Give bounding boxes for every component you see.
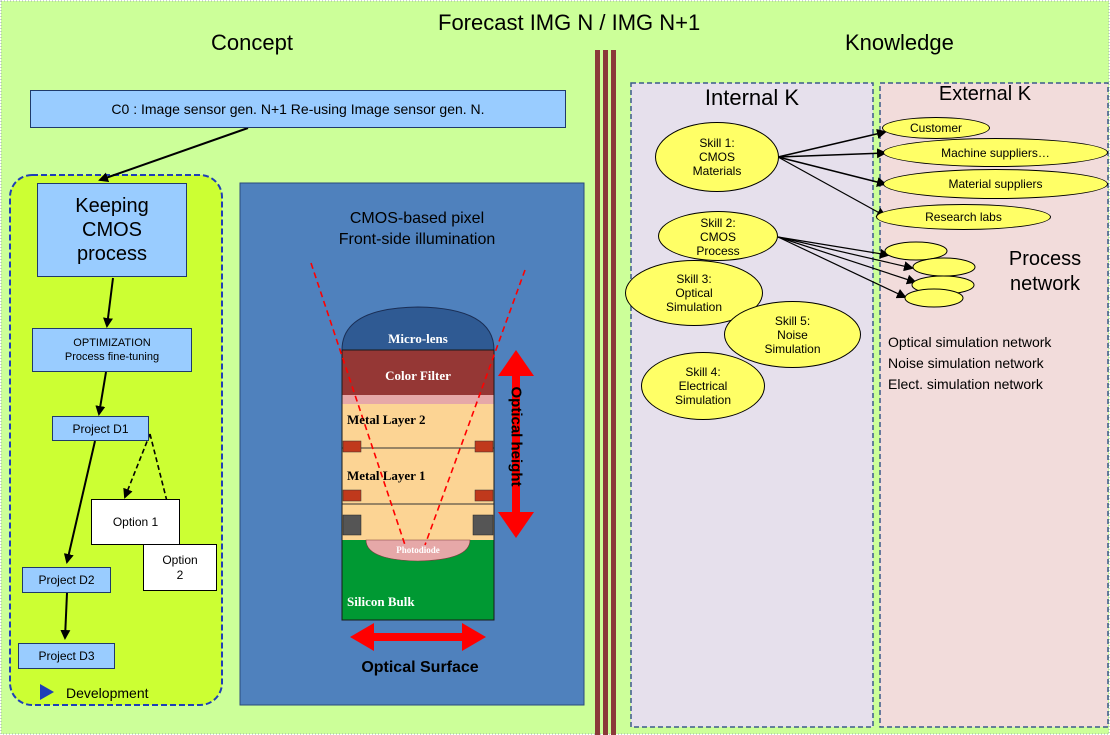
link-s2-pn4	[777, 236, 907, 299]
link-s2-pn2	[777, 236, 914, 272]
microlens-shape	[341, 306, 495, 351]
customer-node: Customer	[882, 117, 990, 139]
optical-height-label: Optical height	[507, 386, 525, 487]
knowledge-heading: Knowledge	[845, 30, 954, 55]
process-node-1	[884, 241, 948, 261]
link-s1-material	[777, 156, 887, 187]
optimization-subtitle: Process fine-tuning	[64, 351, 160, 363]
arrow-keeping-opt	[103, 277, 114, 328]
arrow-d1-d2	[63, 440, 96, 564]
link-s1-customer	[777, 128, 887, 158]
project-d2-box: Project D2	[22, 567, 111, 593]
pixel-outline	[341, 349, 495, 621]
arrow-d1-option1	[123, 433, 151, 499]
optimization-title: OPTIMIZATION	[73, 337, 151, 349]
pixel-title-line-1: CMOS-based pixel	[349, 210, 485, 227]
skill-5-node: Skill 5: Noise Simulation	[724, 301, 861, 368]
skill-1-node: Skill 1: CMOS Materials	[655, 122, 779, 192]
concept-heading: Concept	[211, 30, 293, 55]
machine-suppliers-node: Machine suppliers…	[883, 138, 1108, 167]
diagram-title: Forecast IMG N / IMG N+1	[438, 10, 701, 35]
gate-1	[342, 514, 362, 536]
arrow-d2-d3	[60, 592, 71, 640]
divider-bar-3	[611, 50, 616, 735]
light-ray-right	[424, 269, 526, 546]
option-1-box: Option 1	[91, 499, 180, 545]
process-node-2	[912, 257, 976, 277]
optimization-box: OPTIMIZATION Process fine-tuning	[32, 328, 192, 372]
pixel-title-line-2: Front-side illumination	[338, 231, 496, 248]
metal-layer-2-label: Metal Layer 2	[347, 412, 426, 427]
network-noise: Noise simulation network	[888, 355, 1044, 371]
metal-contact-1	[342, 440, 362, 453]
process-network-label: Process network	[1008, 248, 1082, 295]
color-filter-layer	[342, 350, 494, 398]
microlens-label: Micro-lens	[388, 331, 448, 346]
material-suppliers-node: Material suppliers	[883, 169, 1108, 199]
skill-2-node: Skill 2: CMOS Process	[658, 211, 778, 261]
color-filter-edge	[342, 395, 494, 404]
metal-stack	[342, 404, 494, 540]
photodiode-label: Photodiode	[396, 545, 440, 555]
optical-surface-arrow	[350, 623, 486, 651]
arrow-c0-keeping	[98, 127, 249, 183]
network-electrical: Elect. simulation network	[888, 376, 1043, 392]
project-d1-box: Project D1	[52, 416, 149, 441]
divider-bar-1	[595, 50, 600, 735]
color-filter-label: Color Filter	[385, 368, 451, 383]
research-labs-node: Research labs	[876, 204, 1051, 230]
development-label: Development	[66, 685, 149, 701]
optical-height-arrow	[498, 350, 534, 538]
option-2-box: Option 2	[143, 544, 217, 591]
link-s2-pn3	[777, 236, 917, 285]
development-icon	[40, 684, 54, 700]
keeping-cmos-box: Keeping CMOS process	[37, 183, 187, 277]
metal-contact-4	[474, 489, 494, 502]
metal-layer-1-label: Metal Layer 1	[347, 468, 426, 483]
internal-k-title: Internal K	[704, 85, 800, 110]
divider-bar-2	[603, 50, 608, 735]
process-node-4	[904, 288, 964, 308]
optical-surface-label: Optical Surface	[361, 659, 479, 676]
link-s1-research	[777, 156, 887, 217]
photodiode-shape	[365, 539, 471, 562]
network-optical: Optical simulation network	[888, 334, 1052, 350]
arrow-opt-d1	[95, 371, 107, 416]
skill-4-node: Skill 4: Electrical Simulation	[641, 352, 765, 420]
silicon-bulk-label: Silicon Bulk	[347, 594, 415, 609]
metal-contact-2	[474, 440, 494, 453]
external-k-title: External K	[938, 83, 1032, 105]
link-s2-pn1	[777, 236, 890, 259]
skill-3-node: Skill 3: Optical Simulation	[625, 260, 763, 326]
gate-2	[472, 514, 494, 536]
c0-box: C0 : Image sensor gen. N+1 Re-using Imag…	[30, 90, 566, 128]
link-s1-machine	[777, 148, 887, 159]
metal-contact-3	[342, 489, 362, 502]
project-d3-box: Project D3	[18, 643, 115, 669]
